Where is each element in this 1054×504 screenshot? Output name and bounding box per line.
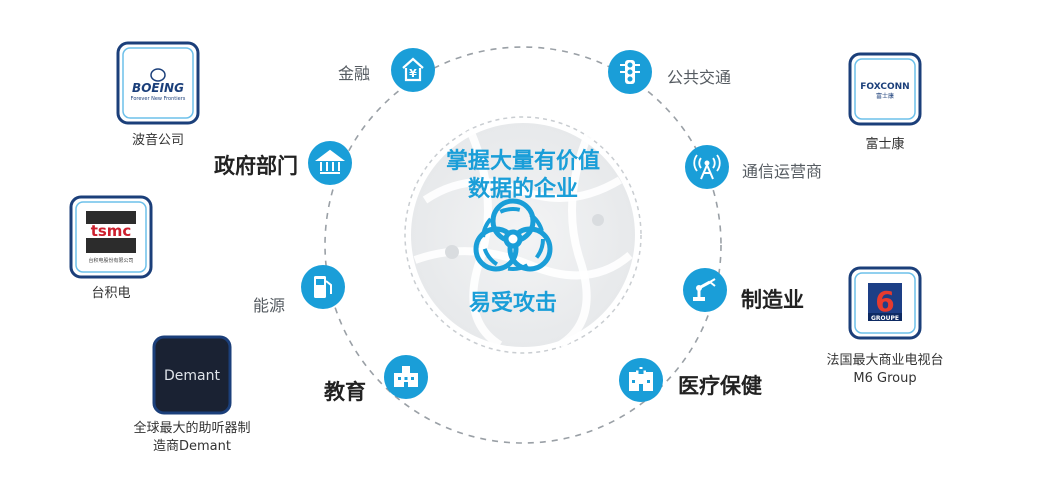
government-icon: [308, 141, 352, 185]
label-telecom: 通信运营商: [742, 162, 823, 181]
company-name-foxconn: 富士康: [865, 137, 905, 152]
company-name-tsmc: 台积电: [91, 286, 131, 301]
company-name-m6-line2: M6 Group: [853, 371, 917, 386]
m6-logo: [848, 266, 922, 340]
company-name-m6-line1: 法国最大商业电视台: [826, 353, 944, 368]
boeing-logo-text: BOEING: [132, 81, 184, 95]
energy-icon: [301, 265, 345, 309]
tsmc-logo-text: tsmc: [91, 222, 132, 240]
m6-logo-text: 6: [875, 285, 894, 318]
label-finance: 金融: [338, 64, 371, 83]
center-title-line2: 数据的企业: [467, 177, 578, 202]
biohazard-icon: [473, 198, 553, 272]
company-name-demant-line1: 全球最大的助听器制: [133, 421, 251, 436]
center-globe: [404, 116, 642, 354]
label-transport: 公共交通: [667, 68, 732, 87]
company-name-demant-line2: 造商Demant: [153, 439, 231, 454]
finance-icon: ¥: [391, 48, 435, 92]
svg-text:¥: ¥: [409, 67, 417, 80]
label-education: 教育: [324, 380, 366, 404]
center-subtitle: 易受攻击: [468, 291, 557, 316]
boeing-logo-tagline: Forever New Frontiers: [131, 96, 186, 102]
traffic-light-icon: [608, 50, 652, 94]
demant-logo-text: Demant: [164, 368, 220, 384]
label-healthcare: 医疗保健: [678, 374, 762, 398]
svg-text:台积电股份有限公司: 台积电股份有限公司: [88, 257, 133, 264]
label-manufacturing: 制造业: [741, 288, 804, 312]
company-name-boeing: 波音公司: [131, 133, 184, 148]
foxconn-logo-sub: 富士康: [876, 92, 894, 100]
m6-logo-sub: GROUPE: [871, 315, 899, 322]
education-icon: [384, 355, 428, 399]
label-government: 政府部门: [214, 154, 298, 178]
outer-orbit-ring: [324, 46, 722, 444]
foxconn-logo: [848, 52, 922, 126]
boeing-logo: [116, 41, 200, 125]
tsmc-logo: 台积电股份有限公司: [69, 195, 153, 279]
hospital-icon: [619, 358, 663, 402]
robot-arm-icon: [683, 268, 727, 312]
demant-logo: [152, 335, 232, 415]
label-energy: 能源: [253, 296, 286, 315]
foxconn-logo-text: FOXCONN: [860, 82, 909, 92]
signal-tower-icon: [685, 145, 729, 189]
center-title-line1: 掌握大量有价值: [445, 149, 600, 174]
